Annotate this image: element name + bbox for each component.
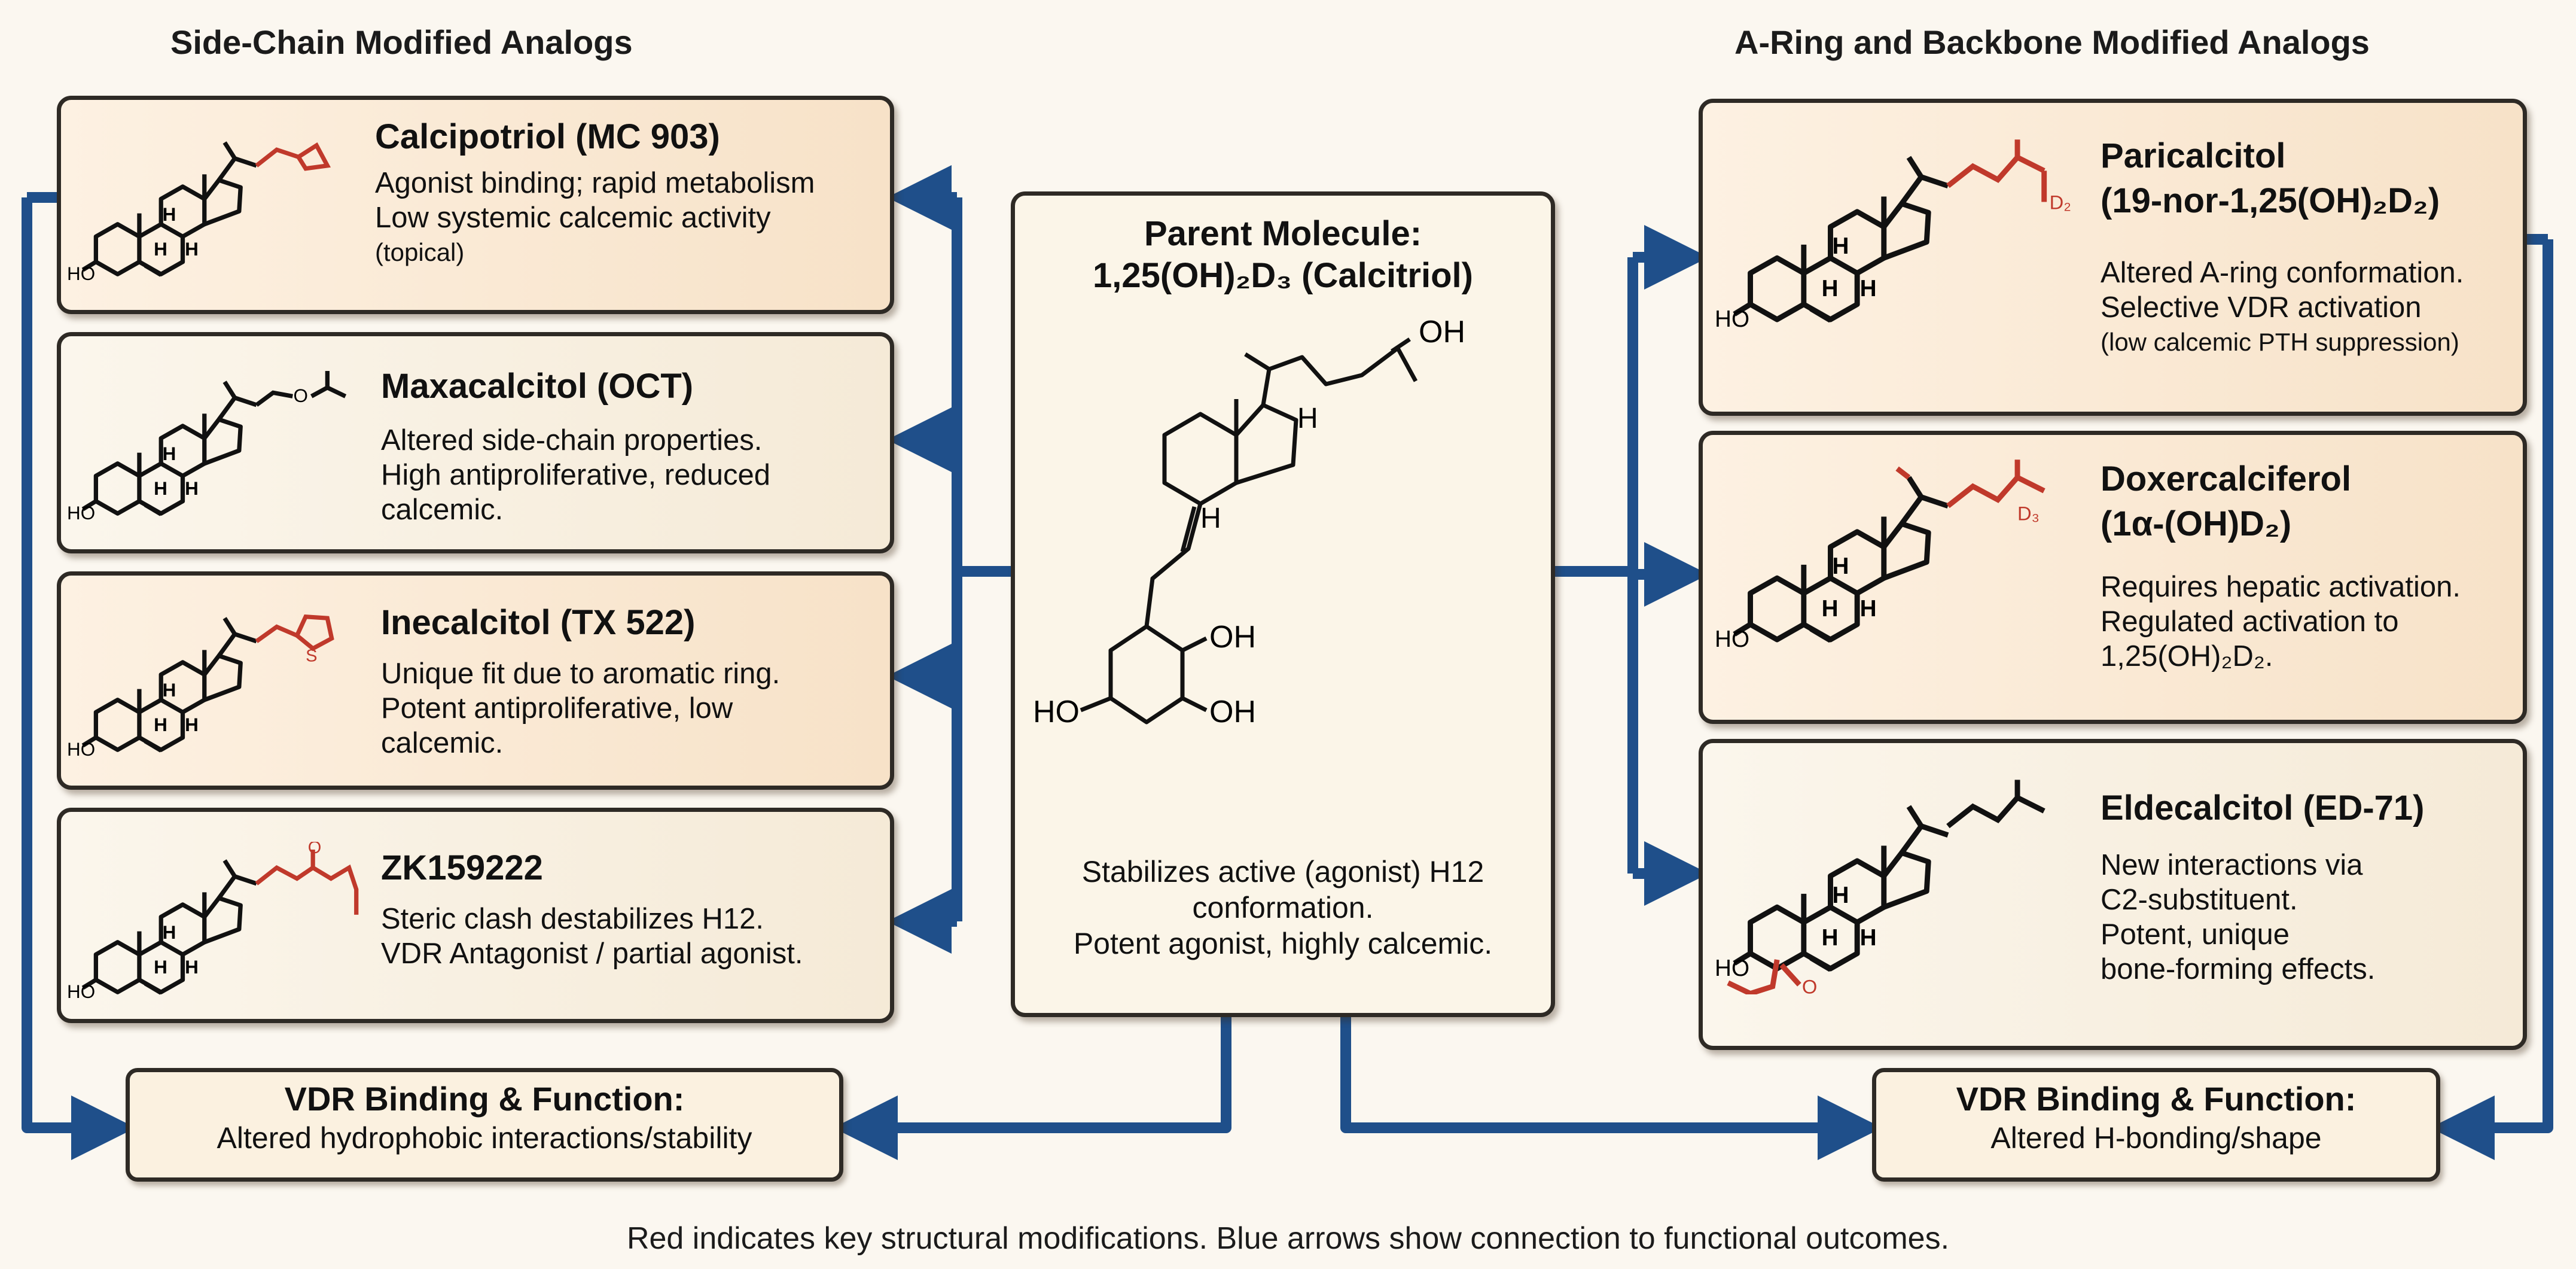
svg-text:OH: OH (1419, 315, 1465, 349)
analog-card-inecalcitol: S Inecalcitol (TX 522) Unique fit due to… (57, 571, 894, 790)
footer-caption: Red indicates key structural modificatio… (626, 1221, 1950, 1256)
inecalcitol-description: Unique fit due to aromatic ring. Potent … (381, 658, 781, 759)
paricalcitol-structure: D₂ (1715, 139, 2071, 336)
paricalcitol-description: Altered A-ring conformation. Selective V… (2101, 257, 2464, 356)
outcome-left-title: VDR Binding & Function: (284, 1080, 685, 1118)
svg-text:H: H (1297, 403, 1318, 434)
right-section-heading: A-Ring and Backbone Modified Analogs (1734, 23, 2370, 61)
analog-card-calcipotriol: Calcipotriol (MC 903) Agonist binding; r… (57, 96, 894, 314)
inecalcitol-name: Inecalcitol (TX 522) (381, 603, 696, 642)
analog-card-zk159222: O ZK159222 Steric clash destabilizes H12… (57, 808, 894, 1023)
svg-text:OH: OH (1209, 620, 1256, 655)
inecalcitol-structure: S (67, 614, 334, 767)
zk159222-description: Steric clash destabilizes H12. VDR Antag… (381, 903, 803, 970)
svg-text:H: H (1200, 503, 1221, 534)
doxercalciferol-name-line2: (1α-(OH)D₂) (2101, 504, 2292, 543)
svg-text:D₂: D₂ (2050, 191, 2071, 213)
paricalcitol-name-line1: Paricalcitol (2101, 136, 2286, 175)
paricalcitol-name-line2: (19-nor-1,25(OH)₂D₂) (2101, 181, 2440, 220)
calcipotriol-structure (67, 124, 331, 291)
outcome-right-title: VDR Binding & Function: (1956, 1080, 2356, 1118)
doxercalciferol-structure: D₃ (1715, 459, 2045, 656)
parent-title-line1: Parent Molecule: (1144, 214, 1422, 253)
svg-text:O: O (308, 842, 322, 857)
doxercalciferol-description: Requires hepatic activation. Regulated a… (2101, 571, 2461, 672)
analog-card-paricalcitol: D₂ Paricalcitol (19-nor-1,25(OH)₂D₂) Alt… (1699, 99, 2527, 416)
maxacalcitol-description: Altered side-chain properties. High anti… (381, 424, 770, 526)
parent-molecule-box: Parent Molecule: 1,25(OH)₂D₃ (Calcitriol… (1011, 191, 1555, 1017)
outcome-box-hbonding: VDR Binding & Function: Altered H-bondin… (1872, 1068, 2440, 1182)
maxacalcitol-name: Maxacalcitol (OCT) (381, 367, 694, 406)
parent-description: Stabilizes active (agonist) H12 conforma… (1073, 855, 1493, 960)
analog-card-maxacalcitol: O Maxacalcitol (OCT) Altered side-chain … (57, 332, 894, 553)
outcome-right-subtitle: Altered H-bonding/shape (1990, 1121, 2322, 1155)
zk159222-structure: O (67, 842, 359, 1009)
analog-card-eldecalcitol: O Eldecalcitol (ED-71) New interactions … (1699, 739, 2527, 1050)
eldecalcitol-name: Eldecalcitol (ED-71) (2101, 789, 2425, 827)
outcome-box-hydrophobic: VDR Binding & Function: Altered hydropho… (126, 1068, 843, 1182)
calcipotriol-description: Agonist binding; rapid metabolism Low sy… (375, 167, 815, 266)
arrow-parent-to-left-outcome (833, 1017, 1231, 1160)
maxacalcitol-structure: O (67, 371, 347, 531)
left-section-heading: Side-Chain Modified Analogs (170, 23, 633, 61)
analog-card-doxercalciferol: D₃ Doxercalciferol (1α-(OH)D₂) Requires … (1699, 431, 2527, 724)
svg-text:O: O (1802, 976, 1817, 994)
eldecalcitol-structure: O (1715, 780, 2045, 994)
parent-title-line2: 1,25(OH)₂D₃ (Calcitriol) (1093, 256, 1473, 295)
svg-text:O: O (294, 385, 308, 406)
calcipotriol-name: Calcipotriol (MC 903) (375, 117, 720, 156)
svg-text:HO: HO (1033, 695, 1080, 729)
zk159222-name: ZK159222 (381, 848, 543, 887)
svg-text:S: S (306, 647, 317, 666)
doxercalciferol-name-line1: Doxercalciferol (2101, 459, 2352, 498)
svg-text:OH: OH (1209, 695, 1256, 729)
eldecalcitol-description: New interactions via C2-substituent. Pot… (2101, 849, 2376, 985)
outcome-left-subtitle: Altered hydrophobic interactions/stabili… (217, 1121, 752, 1155)
calcitriol-structure: H H OH OH OH HO (1033, 315, 1465, 729)
svg-text:D₃: D₃ (2017, 502, 2040, 524)
